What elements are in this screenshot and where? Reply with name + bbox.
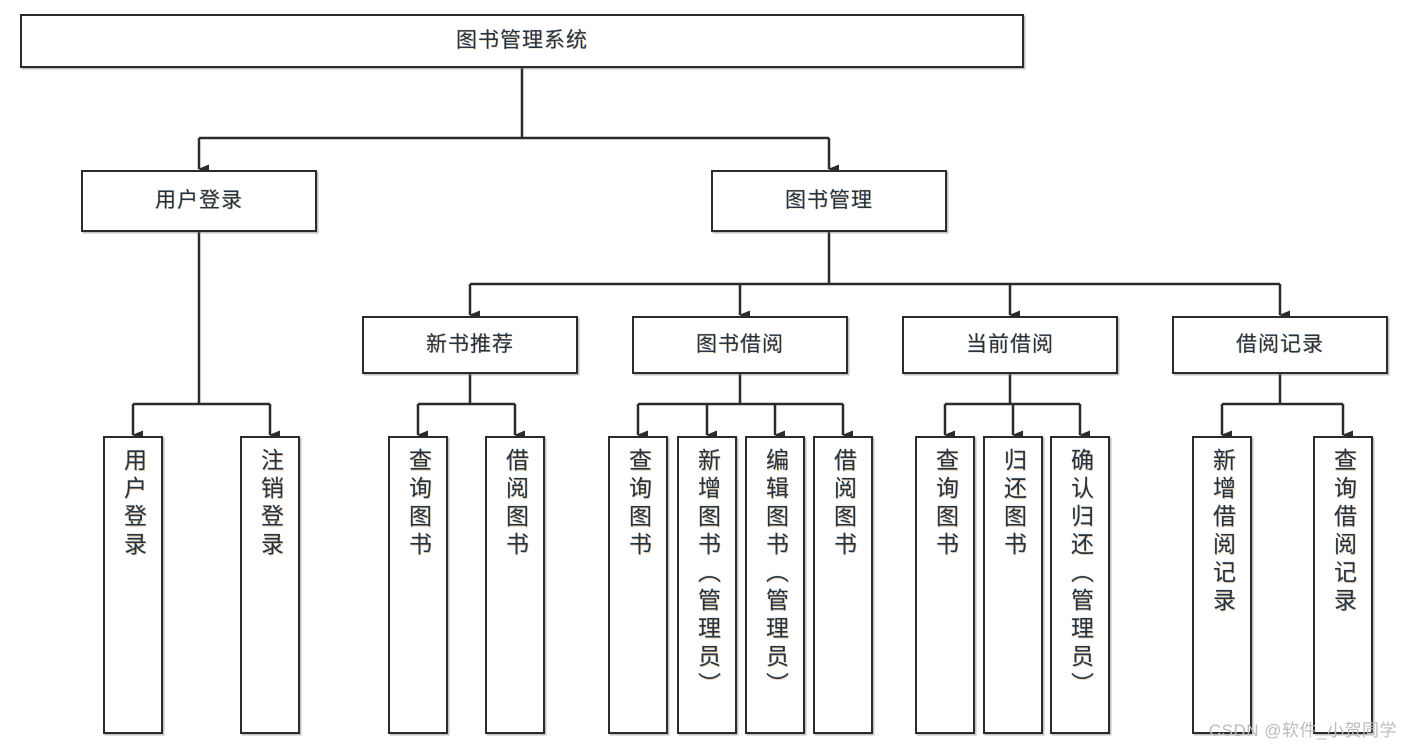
node-label: 编辑图书（管理员） — [762, 448, 789, 700]
node-label: 确认归还（管理员） — [1067, 448, 1094, 700]
node-leaf-borrow-book-1[interactable]: 借阅图书 — [485, 436, 545, 734]
node-user-login[interactable]: 用户登录 — [81, 170, 317, 232]
node-label: 新增图书（管理员） — [694, 448, 721, 700]
node-label: 查询借阅记录 — [1330, 448, 1357, 616]
node-leaf-add-record[interactable]: 新增借阅记录 — [1192, 436, 1252, 734]
node-label: 查询图书 — [625, 448, 652, 560]
node-leaf-user-login[interactable]: 用户登录 — [103, 436, 163, 734]
node-leaf-borrow-book-2[interactable]: 借阅图书 — [813, 436, 873, 734]
node-borrow-record[interactable]: 借阅记录 — [1172, 316, 1388, 374]
node-leaf-query-record[interactable]: 查询借阅记录 — [1313, 436, 1373, 734]
node-label: 借阅图书 — [502, 448, 529, 560]
watermark-text: CSDN @软件_小贺同学 — [1208, 721, 1397, 740]
node-leaf-add-book[interactable]: 新增图书（管理员） — [677, 436, 737, 734]
node-current-borrow[interactable]: 当前借阅 — [902, 316, 1118, 374]
node-label: 图书管理 — [785, 188, 873, 212]
node-label: 借阅图书 — [830, 448, 857, 560]
node-label: 用户登录 — [120, 448, 147, 560]
node-label: 新增借阅记录 — [1209, 448, 1236, 616]
node-leaf-query-book-3[interactable]: 查询图书 — [915, 436, 975, 734]
node-leaf-edit-book[interactable]: 编辑图书（管理员） — [745, 436, 805, 734]
node-new-book-rec[interactable]: 新书推荐 — [362, 316, 578, 374]
node-label: 图书管理系统 — [456, 28, 588, 52]
node-book-manage[interactable]: 图书管理 — [711, 170, 947, 232]
node-label: 查询图书 — [405, 448, 432, 560]
node-label: 图书借阅 — [696, 332, 784, 356]
node-root[interactable]: 图书管理系统 — [20, 14, 1024, 68]
node-label: 当前借阅 — [966, 332, 1054, 356]
node-leaf-return-book[interactable]: 归还图书 — [983, 436, 1043, 734]
node-label: 新书推荐 — [426, 332, 514, 356]
node-leaf-query-book-1[interactable]: 查询图书 — [388, 436, 448, 734]
node-label: 借阅记录 — [1236, 332, 1324, 356]
node-leaf-logout[interactable]: 注销登录 — [240, 436, 300, 734]
node-leaf-confirm-return[interactable]: 确认归还（管理员） — [1050, 436, 1110, 734]
node-label: 归还图书 — [1000, 448, 1027, 560]
node-label: 用户登录 — [155, 188, 243, 212]
node-label: 注销登录 — [257, 448, 284, 560]
node-label: 查询图书 — [932, 448, 959, 560]
node-leaf-query-book-2[interactable]: 查询图书 — [608, 436, 668, 734]
node-book-borrow[interactable]: 图书借阅 — [632, 316, 848, 374]
